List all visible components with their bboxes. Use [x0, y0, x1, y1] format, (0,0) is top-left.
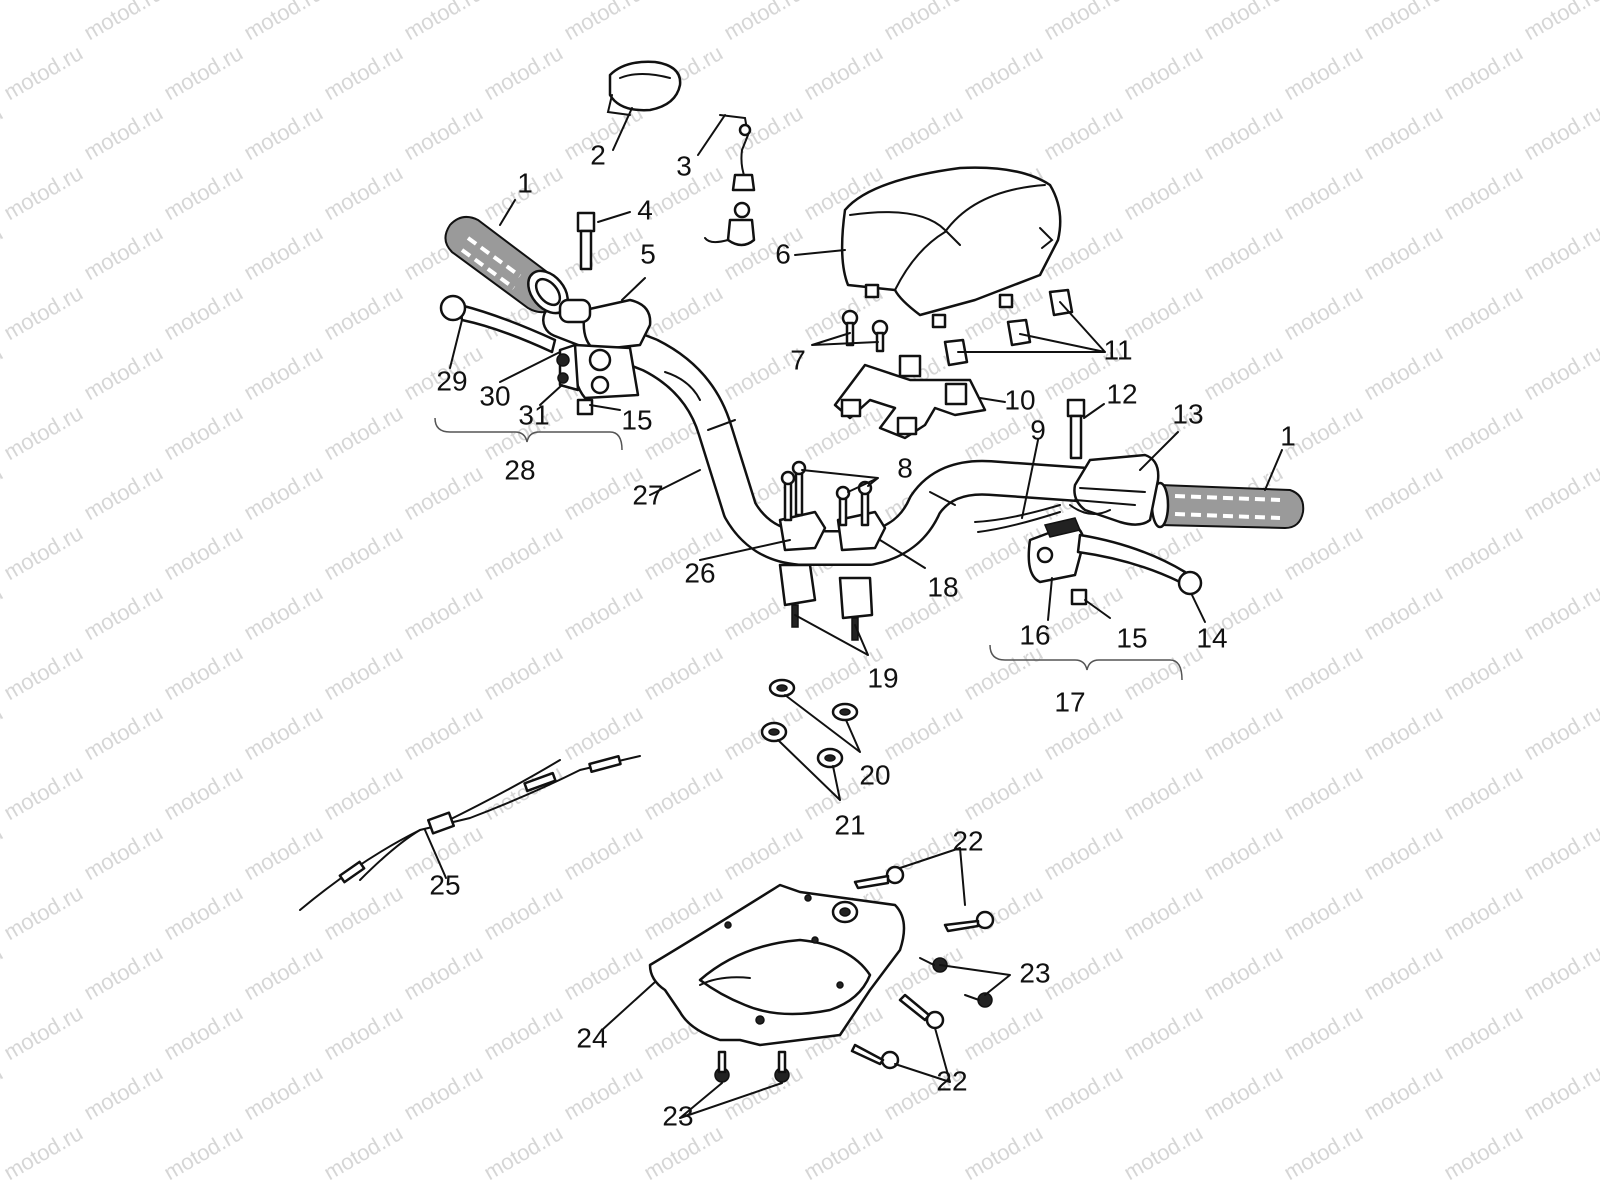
brake-master-cylinder-left [439, 294, 652, 400]
callout-14: 14 [1196, 622, 1227, 653]
callout-23-bottom: 23 [662, 1100, 693, 1131]
callout-19: 19 [867, 662, 898, 693]
callout-6: 6 [775, 238, 791, 269]
callout-10: 10 [1004, 384, 1035, 415]
callout-21: 21 [834, 809, 865, 840]
callout-15-left: 15 [621, 404, 652, 435]
callout-2: 2 [590, 139, 606, 170]
screws-22 [850, 865, 995, 1070]
callout-9: 9 [1030, 414, 1046, 445]
callout-7: 7 [790, 344, 806, 375]
callout-labels: 1 1 2 3 4 5 6 7 8 9 10 11 12 13 14 15 15… [429, 139, 1295, 1131]
throttle-cable [299, 755, 641, 911]
switch-cover [606, 60, 682, 116]
pin-4 [576, 211, 596, 271]
callout-26: 26 [684, 557, 715, 588]
callout-3: 3 [676, 150, 692, 181]
callout-24: 24 [576, 1022, 607, 1053]
brake-lever-assembly-right [1027, 517, 1203, 596]
callout-29: 29 [436, 365, 467, 396]
mounting-bracket [833, 354, 987, 440]
callout-31: 31 [518, 399, 549, 430]
callout-4: 4 [637, 194, 653, 225]
callout-20: 20 [859, 759, 890, 790]
callout-30: 30 [479, 380, 510, 411]
callout-1-right: 1 [1280, 420, 1296, 451]
callout-22-top: 22 [952, 825, 983, 856]
callout-25: 25 [429, 869, 460, 900]
callout-15-right: 15 [1116, 622, 1147, 653]
callout-23-right: 23 [1019, 957, 1050, 988]
callout-16: 16 [1019, 619, 1050, 650]
screws-23 [714, 957, 993, 1083]
left-grip [444, 215, 569, 315]
callout-27: 27 [632, 479, 663, 510]
callout-11: 11 [1103, 334, 1132, 365]
thumb-throttle-housing [1069, 453, 1160, 526]
callout-1-left: 1 [517, 167, 533, 198]
group-bracket-17 [989, 644, 1183, 681]
callout-12: 12 [1106, 378, 1137, 409]
callout-5: 5 [640, 238, 656, 269]
callout-18: 18 [927, 571, 958, 602]
pin-12 [1066, 398, 1086, 460]
switch-wire [704, 114, 756, 247]
right-grip [1150, 481, 1305, 530]
group-bracket-28 [434, 417, 623, 451]
washers [760, 678, 859, 769]
wire-9 [974, 504, 1061, 523]
nut-15-right [1070, 588, 1088, 606]
callout-13: 13 [1172, 398, 1203, 429]
nut-15-left [576, 398, 594, 416]
callout-17: 17 [1054, 686, 1085, 717]
callout-22-bottom: 22 [936, 1065, 967, 1096]
leader-lines [424, 107, 1283, 1119]
lower-handlebar-cover [648, 883, 906, 1047]
screws-7 [841, 309, 889, 353]
callout-28: 28 [504, 454, 535, 485]
callout-8: 8 [897, 452, 913, 483]
headlight-pod-cover [840, 166, 1062, 329]
